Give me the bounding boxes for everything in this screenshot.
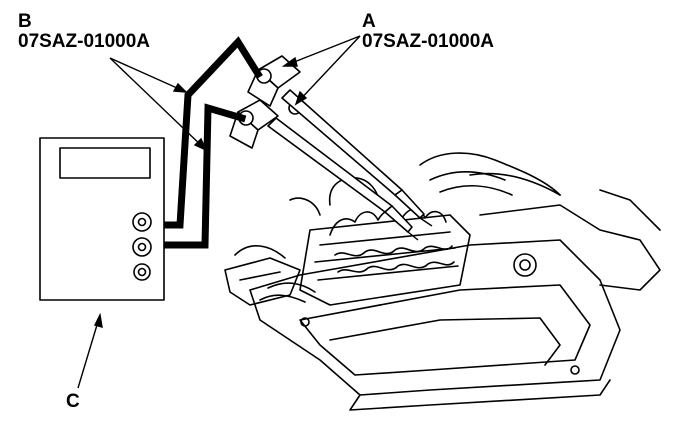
ecm-unit-drawing (224, 152, 661, 411)
callout-c: C (66, 392, 80, 412)
callout-b: B 07SAZ-01000A (18, 12, 150, 52)
test-cable-b (156, 36, 263, 249)
callout-a-part-number: 07SAZ-01000A (362, 31, 495, 52)
test-probe-a (229, 55, 433, 241)
callout-a-letter: A (362, 11, 376, 32)
callout-a: A 07SAZ-01000A (362, 12, 494, 52)
callout-c-letter: C (66, 391, 80, 412)
callout-b-part-number: 07SAZ-01000A (18, 31, 151, 52)
digital-multimeter-c (39, 137, 165, 301)
leader-lines (77, 35, 361, 389)
callout-b-letter: B (18, 11, 32, 32)
